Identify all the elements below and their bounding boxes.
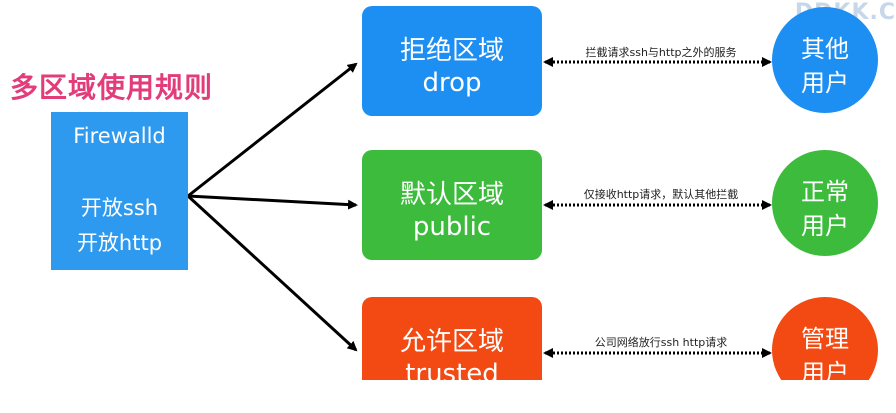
zone-drop-id: drop (422, 68, 482, 98)
user-other-line2: 用户 (801, 69, 849, 97)
firewalld-open-http: 开放http (76, 231, 163, 255)
user-normal-line2: 用户 (801, 212, 849, 240)
zone-public: 默认区域 public (362, 150, 542, 260)
rule-public-label: 仅接收http请求，默认其他拦截 (583, 188, 739, 201)
user-other-line1: 其他 (801, 35, 849, 63)
zone-trusted-name: 允许区域 (399, 327, 504, 357)
rule-trusted-label: 公司网络放行ssh http请求 (594, 336, 728, 349)
zone-public-id: public (412, 212, 492, 242)
image-cutoff-region (360, 380, 896, 413)
user-other: 其他 用户 (772, 7, 878, 113)
user-normal-line1: 正常 (801, 178, 849, 206)
firewalld-box: Firewalld 开放ssh 开放http (51, 112, 188, 270)
user-normal: 正常 用户 (772, 150, 878, 256)
firewalld-open-ssh: 开放ssh (80, 196, 159, 220)
arrow-to-public (187, 194, 358, 210)
zone-drop: 拒绝区域 drop (362, 6, 542, 116)
zone-public-name: 默认区域 (399, 180, 504, 210)
diagram-title: 多区域使用规则 (10, 71, 214, 104)
zone-drop-name: 拒绝区域 (399, 36, 504, 66)
rule-drop-label: 拦截请求ssh与http之外的服务 (585, 46, 737, 59)
user-admin-line1: 管理 (801, 325, 849, 353)
arrow-to-drop (187, 62, 358, 198)
firewalld-label: Firewalld (73, 124, 166, 148)
arrow-to-trusted (186, 194, 358, 352)
